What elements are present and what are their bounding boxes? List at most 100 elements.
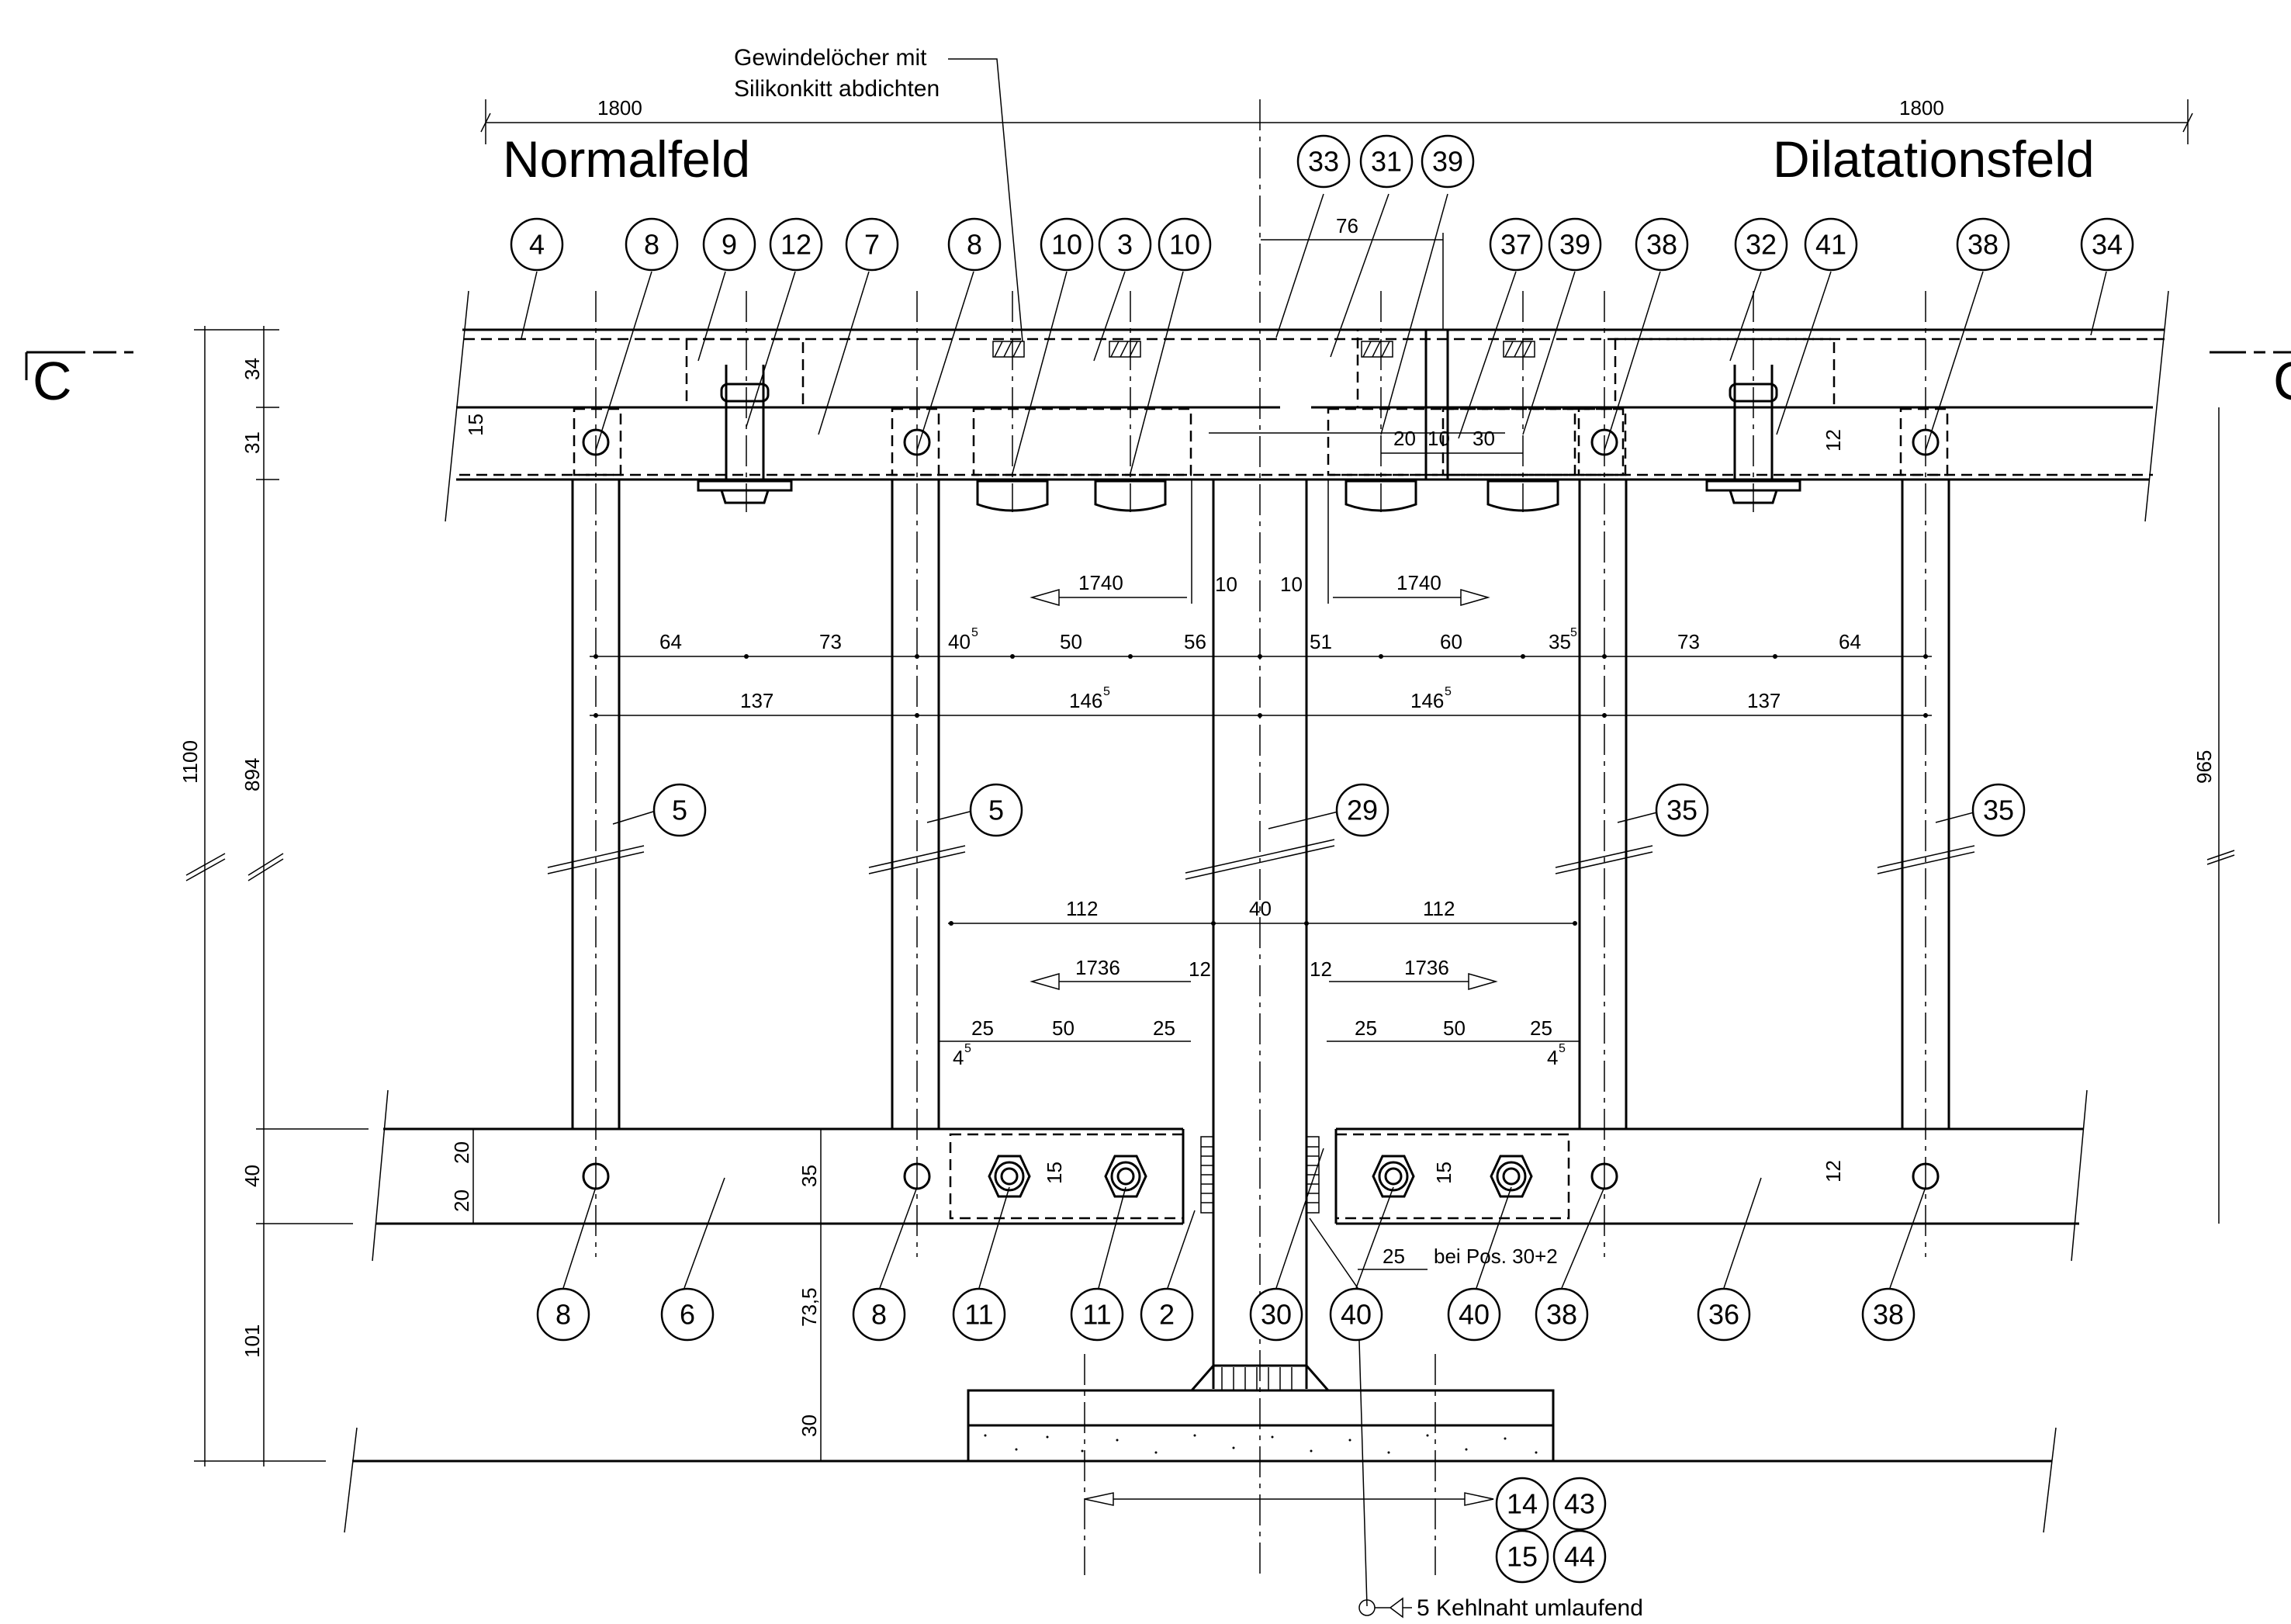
vdim-20-b: 20 [450, 1189, 473, 1212]
dim-chain-vertical-left [185, 326, 2235, 1466]
dim-73-left: 73 [819, 630, 842, 653]
bubble-43: 43 [1552, 1477, 1607, 1531]
sealing-note: Gewindelöcher mit Silikonkitt abdichten [734, 45, 1023, 342]
dim-12-right: 12 [1310, 957, 1332, 981]
vdim-12-top: 12 [1822, 429, 1845, 452]
svg-text:7: 7 [864, 229, 880, 261]
bubble-38: 38 [1535, 1287, 1589, 1342]
bubble-leaders [521, 193, 2107, 1607]
dim-30: 30 [1473, 427, 1495, 450]
dim-20: 20 [1393, 427, 1416, 450]
section-marker-right: C [2210, 351, 2291, 411]
title-normalfeld: Normalfeld [503, 130, 750, 188]
dim-25-c: 25 [1355, 1016, 1377, 1040]
svg-text:4: 4 [529, 229, 545, 261]
svg-text:8: 8 [967, 229, 982, 261]
vdim-34: 34 [241, 358, 264, 380]
span-label-right: 1800 [1899, 96, 1944, 119]
svg-text:35: 35 [1666, 795, 1697, 826]
svg-text:6: 6 [680, 1299, 695, 1331]
svg-text:11: 11 [1082, 1299, 1111, 1331]
svg-text:2: 2 [1159, 1299, 1175, 1331]
dim-73-right: 73 [1677, 630, 1700, 653]
svg-text:39: 39 [1432, 146, 1463, 178]
dim-12-left: 12 [1189, 957, 1211, 981]
svg-text:44: 44 [1564, 1541, 1595, 1573]
bottom-beam [372, 1089, 2088, 1262]
svg-text:11: 11 [964, 1299, 993, 1331]
dim-1740-right: 1740 [1396, 571, 1441, 594]
bubble-10: 10 [1158, 217, 1212, 272]
sup-35: 5 [1570, 626, 1577, 639]
bubble-33: 33 [1296, 134, 1351, 189]
svg-text:40: 40 [1341, 1299, 1372, 1331]
bubble-35: 35 [1655, 783, 1709, 837]
section-marker-left: C [25, 351, 133, 411]
dim-10-left: 10 [1215, 573, 1237, 596]
svg-text:32: 32 [1746, 229, 1777, 261]
svg-text:36: 36 [1708, 1299, 1739, 1331]
bubble-35: 35 [1971, 783, 2026, 837]
bubble-11: 11 [1070, 1287, 1124, 1342]
svg-text:37: 37 [1500, 229, 1531, 261]
dim-51: 51 [1310, 630, 1332, 653]
weld-note: 5 Kehlnaht umlaufend [1358, 1595, 1643, 1621]
dim-arrows-1740 [1030, 480, 1498, 990]
dim-60: 60 [1440, 630, 1462, 653]
svg-text:38: 38 [1646, 229, 1677, 261]
bubble-7: 7 [845, 217, 899, 272]
svg-text:38: 38 [1967, 229, 1999, 261]
bubble-5: 5 [652, 783, 707, 837]
svg-text:31: 31 [1371, 146, 1402, 178]
dim-146-right: 146 [1410, 689, 1444, 712]
dimension-ticks [594, 654, 1928, 926]
svg-text:10: 10 [1169, 229, 1200, 261]
svg-text:10: 10 [1051, 229, 1082, 261]
dim-25-d: 25 [1530, 1016, 1552, 1040]
vdim-1100: 1100 [178, 740, 202, 784]
bubble-8: 8 [536, 1287, 590, 1342]
bubble-38: 38 [1635, 217, 1689, 272]
dim-1736-right: 1736 [1404, 956, 1449, 979]
bubble-40: 40 [1329, 1287, 1383, 1342]
dim-35-5: 35 [1549, 630, 1571, 653]
bubble-3: 3 [1098, 217, 1152, 272]
bubble-34: 34 [2080, 217, 2134, 272]
svg-text:43: 43 [1564, 1488, 1595, 1520]
bubble-15: 15 [1495, 1529, 1549, 1584]
sup-40: 5 [971, 626, 978, 639]
top-span-dimension: 1800 1800 [480, 96, 2193, 144]
span-label-left: 1800 [597, 96, 642, 119]
svg-text:5: 5 [672, 795, 687, 826]
svg-text:30: 30 [1261, 1299, 1292, 1331]
thread-holes [992, 341, 1535, 358]
svg-text:9: 9 [722, 229, 737, 261]
dim-40-mid: 40 [1249, 897, 1272, 920]
position-bubbles: 33 31 39 4 8 9 12 7 8 10 3 10 37 39 38 3… [510, 134, 2134, 1584]
bubble-39: 39 [1548, 217, 1602, 272]
bubble-39: 39 [1421, 134, 1475, 189]
bubble-12: 12 [769, 217, 823, 272]
top-bolts [697, 365, 1801, 512]
vdim-31: 31 [241, 431, 264, 454]
bubble-11: 11 [952, 1287, 1006, 1342]
svg-text:29: 29 [1347, 795, 1378, 826]
bubble-5: 5 [969, 783, 1023, 837]
bubble-36: 36 [1697, 1287, 1751, 1342]
dim-4-left: 4 [953, 1046, 964, 1069]
dim-137-right: 137 [1747, 689, 1781, 712]
vdim-965: 965 [2192, 750, 2216, 784]
svg-text:35: 35 [1983, 795, 2014, 826]
bubble-32: 32 [1734, 217, 1788, 272]
svg-text:38: 38 [1546, 1299, 1577, 1331]
dim-1740-left: 1740 [1078, 571, 1123, 594]
bubble-10: 10 [1040, 217, 1094, 272]
dim-25-b: 25 [1153, 1016, 1175, 1040]
section-marker-label-right: C [2273, 351, 2291, 411]
svg-text:8: 8 [644, 229, 659, 261]
dim-112-right: 112 [1423, 897, 1455, 920]
vertical-dimension-labels: 34 31 1100 894 40 20 20 35 73,5 101 30 9… [178, 358, 2216, 1437]
svg-text:8: 8 [871, 1299, 887, 1331]
pos-note: bei Pos. 30+2 [1434, 1245, 1558, 1268]
